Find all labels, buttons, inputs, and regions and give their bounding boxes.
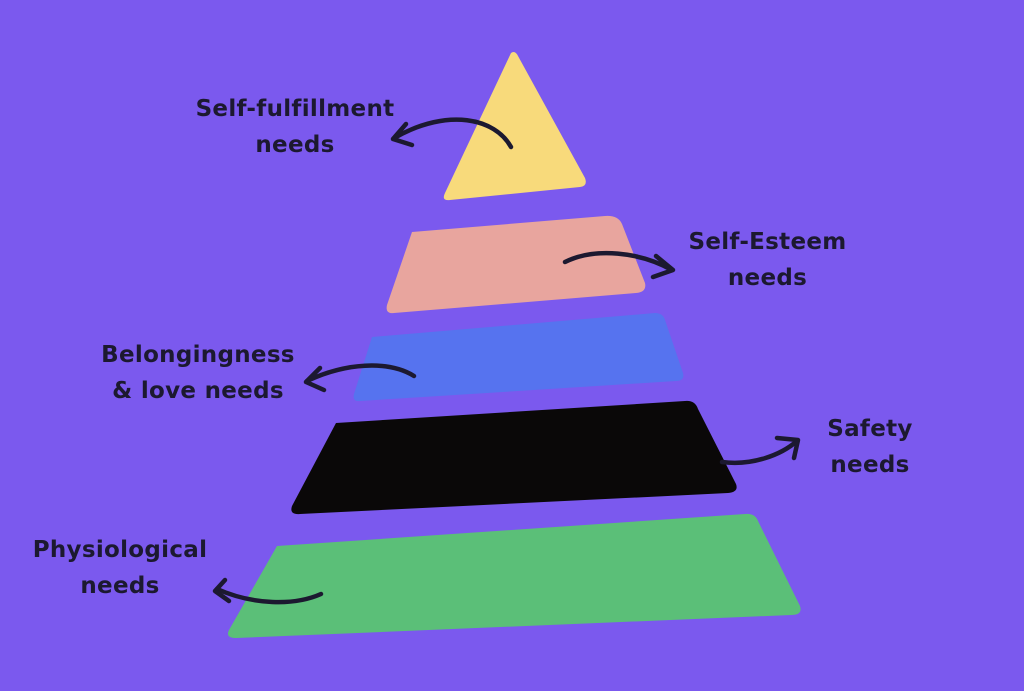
arrow-safety xyxy=(719,438,800,466)
label-belonging-line1: Belongingness xyxy=(101,342,295,368)
label-safety-line2: needs xyxy=(830,451,910,478)
label-physiological-line1: Physiological xyxy=(32,537,208,563)
label-self-esteem-needs: Self-Esteem needs xyxy=(675,225,860,296)
label-belonging-love-needs: Belongingness & love needs xyxy=(93,338,303,409)
tier-self-fulfillment xyxy=(443,52,586,201)
label-physiological-needs: Physiological needs xyxy=(20,533,220,604)
arrowhead-self-fulfillment xyxy=(390,121,415,148)
arrow-belonging xyxy=(304,363,417,384)
arrowhead-self-esteem xyxy=(650,253,676,280)
label-belonging-line2: & love needs xyxy=(112,377,284,404)
arrowhead-belonging xyxy=(303,365,327,393)
label-self-esteem-line2: needs xyxy=(727,264,808,291)
arrow-self-fulfillment xyxy=(393,117,514,150)
tier-physiological xyxy=(227,513,801,638)
tier-safety xyxy=(291,400,737,515)
arrow-physiological xyxy=(214,586,324,605)
label-self-esteem-line1: Self-Esteem xyxy=(688,229,847,255)
label-self-fulfillment-line2: needs xyxy=(255,131,335,158)
label-safety-needs: Safety needs xyxy=(815,412,925,483)
label-self-fulfillment-line1: Self-fulfillment xyxy=(195,96,395,122)
arrow-self-esteem xyxy=(562,250,675,273)
label-safety-line1: Safety xyxy=(827,416,913,442)
tier-self-esteem xyxy=(386,215,646,314)
arrowhead-safety xyxy=(774,435,801,461)
arrowhead-physiological xyxy=(212,577,232,604)
label-self-fulfillment-needs: Self-fulfillment needs xyxy=(190,92,400,163)
tier-belonging xyxy=(353,313,684,402)
label-physiological-line2: needs xyxy=(80,572,160,599)
